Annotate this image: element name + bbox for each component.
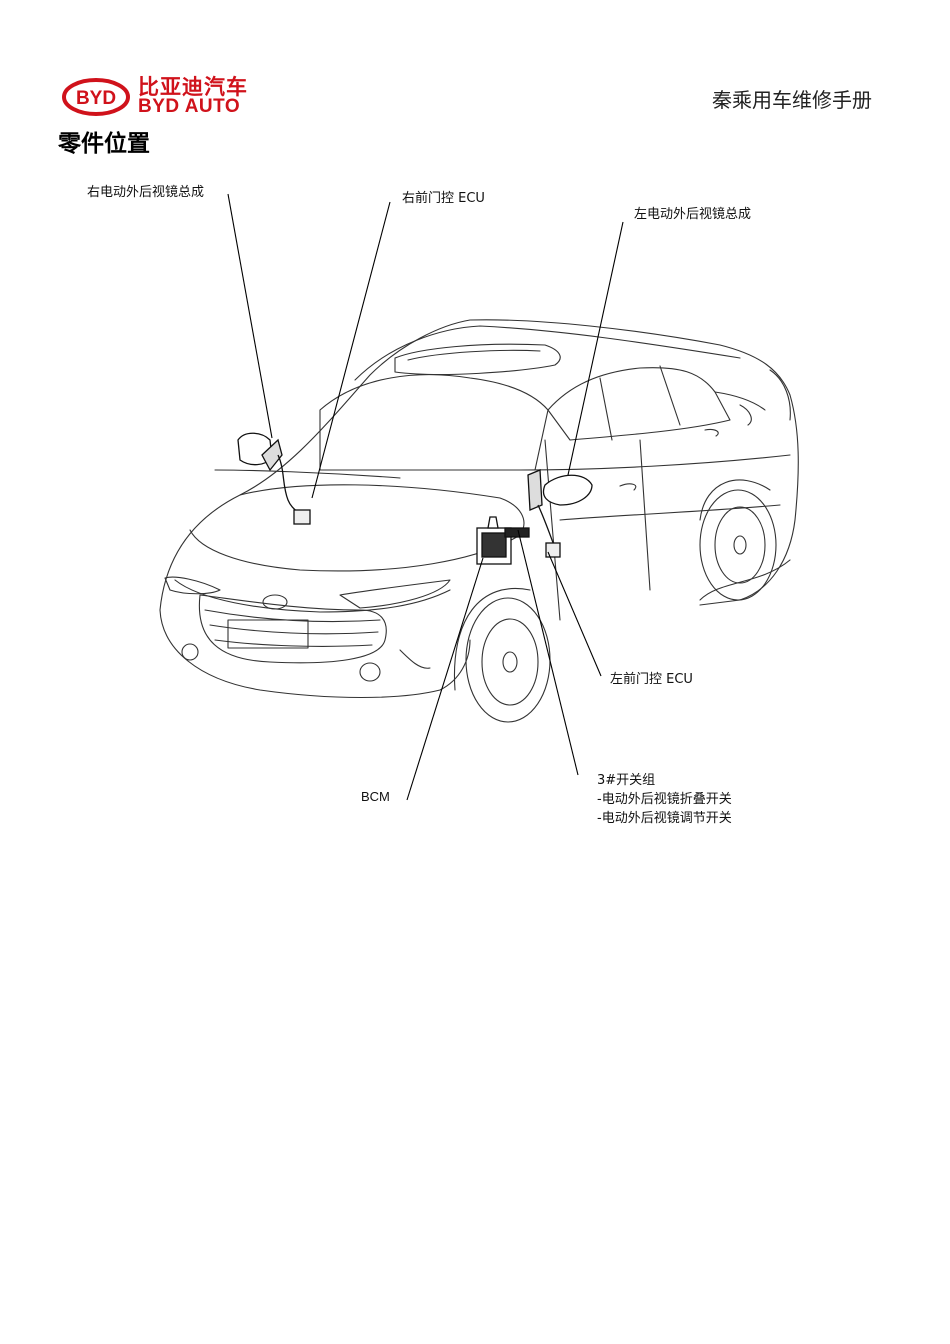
label-right-door-ecu: 右前门控 ECU [402, 191, 485, 206]
door-line [544, 439, 561, 621]
right-headlight [164, 576, 221, 595]
manual-title: 秦乘用车维修手册 [712, 88, 872, 112]
bcm-component [476, 516, 512, 565]
left-headlight [339, 579, 451, 609]
front-wheel [465, 597, 551, 723]
section-title: 零件位置 [58, 131, 150, 157]
label-left-mirror: 左电动外后视镜总成 [634, 207, 752, 222]
switch-group-component [504, 527, 530, 538]
grille [198, 594, 387, 664]
hood [189, 484, 525, 572]
byd-logo-icon: BYD [62, 78, 130, 116]
leader-bcm [406, 557, 484, 801]
windshield [319, 374, 549, 471]
label-left-door-ecu: 左前门控 ECU [610, 672, 693, 687]
label-switch-adjust: -电动外后视镜调节开关 [597, 811, 732, 826]
roof-line [354, 325, 741, 381]
leader-right-door-ecu [311, 201, 391, 499]
rear-wheel [699, 489, 777, 601]
label-switch-group: 3#开关组 [597, 773, 656, 788]
svg-text:BYD: BYD [76, 88, 116, 109]
leader-right-mirror [227, 193, 273, 439]
side-windows [547, 367, 731, 441]
car-body-outline [159, 319, 799, 611]
brand-name-cn: 比亚迪汽车 [138, 75, 248, 99]
front-bumper [159, 609, 471, 699]
right-mirror-component [237, 432, 311, 525]
left-mirror-component [527, 469, 593, 558]
leader-left-door-ecu [547, 551, 602, 677]
leader-switch-group [517, 529, 579, 776]
leader-left-mirror [567, 221, 624, 476]
brand-name-en: BYD AUTO [138, 96, 241, 117]
sunroof [394, 343, 561, 376]
label-switch-fold: -电动外后视镜折叠开关 [597, 792, 732, 807]
label-right-mirror: 右电动外后视镜总成 [87, 185, 205, 200]
label-bcm: BCM [361, 789, 390, 804]
